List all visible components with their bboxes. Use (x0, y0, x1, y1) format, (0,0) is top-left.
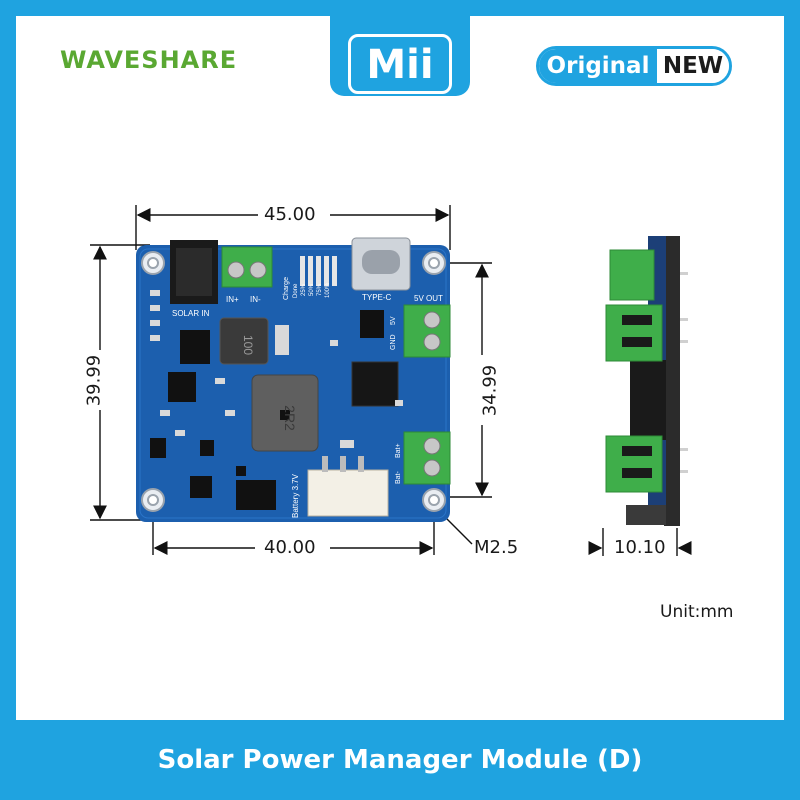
mounting-holes (141, 251, 446, 512)
bat-plus-label: Bat+ (395, 443, 402, 458)
new-label: NEW (657, 49, 729, 83)
mii-badge: Mii (330, 16, 470, 96)
done-label: Done (293, 283, 299, 298)
footer-bar: Solar Power Manager Module (D) (0, 720, 800, 800)
5v-out-label: 5V OUT (414, 294, 443, 303)
product-drawing: SOLAR IN IN+ IN- TYPE-C 5V OUT GND 5V Ch… (90, 205, 692, 556)
inductor-marking-2: 2R2 (282, 405, 298, 431)
original-new-badge: Original NEW (536, 46, 732, 86)
inductor-marking-1: 100 (241, 335, 255, 355)
dim-hole-size: M2.5 (474, 537, 519, 558)
in-plus-label: IN+ (226, 295, 239, 304)
dim-left-height: 39.99 (83, 354, 105, 407)
p50-label: 50% (309, 283, 315, 296)
mii-chip-icon: Mii (348, 34, 452, 94)
pcb-side-view (605, 236, 688, 526)
mii-label: Mii (366, 42, 434, 88)
p75-label: 75% (317, 283, 323, 296)
solar-in-label: SOLAR IN (172, 309, 210, 318)
product-title: Solar Power Manager Module (D) (157, 745, 643, 775)
p100-label: 100% (325, 282, 331, 298)
p25-label: 25% (301, 283, 307, 296)
charge-label: Charge (283, 277, 290, 300)
type-c-label: TYPE-C (362, 293, 392, 302)
dim-side-thickness: 10.10 (614, 537, 666, 558)
bat-minus-label: Bat- (395, 470, 402, 484)
unit-label: Unit:mm (660, 602, 734, 622)
dim-top-width: 45.00 (264, 204, 316, 225)
gnd-label: GND (390, 334, 397, 350)
dim-bottom-width: 40.00 (264, 537, 316, 558)
battery-label: Battery 3.7V (291, 473, 300, 518)
in-minus-label: IN- (250, 295, 261, 304)
pcb-top-view: SOLAR IN IN+ IN- TYPE-C 5V OUT GND 5V Ch… (136, 237, 451, 522)
original-label: Original (539, 49, 657, 83)
dim-right-height: 34.99 (479, 364, 501, 417)
waveshare-logo: WAVESHARE (60, 46, 238, 74)
5v-label: 5V (390, 316, 397, 325)
